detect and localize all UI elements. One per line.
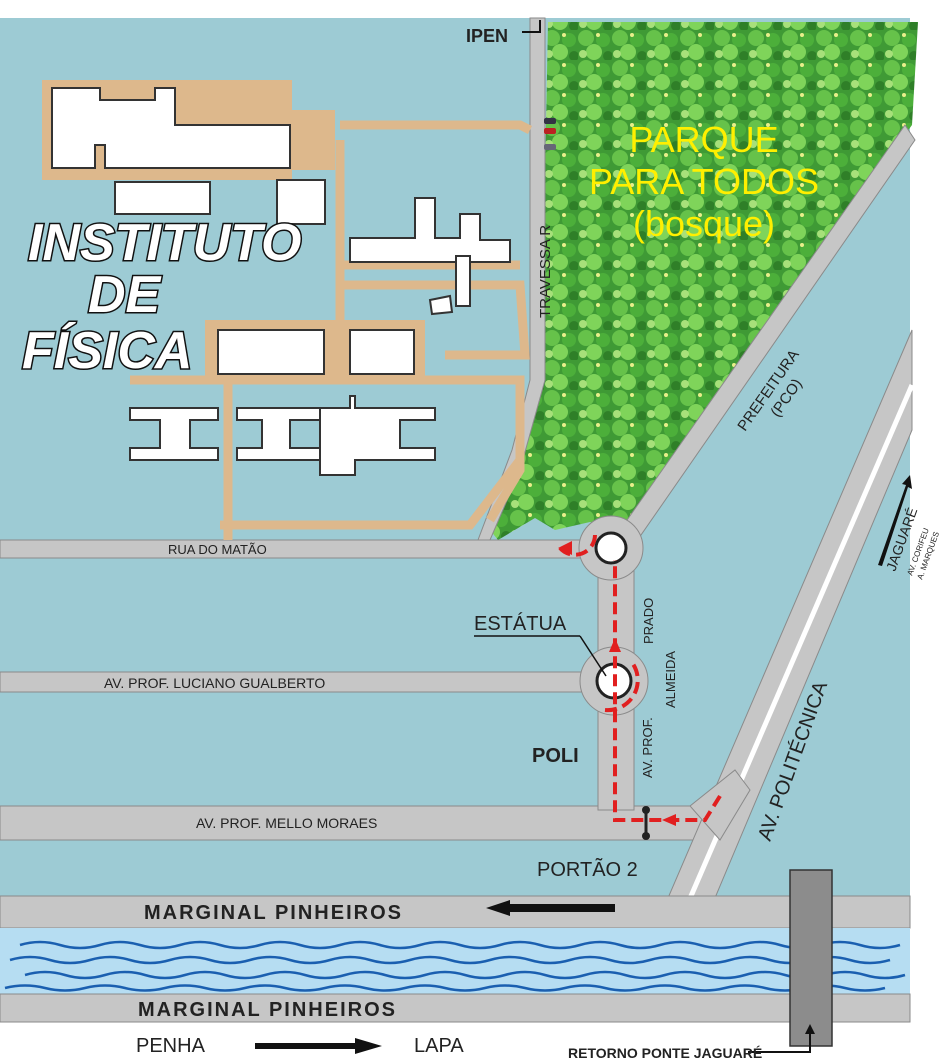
marginal-direction-arrow-icon (486, 900, 615, 916)
institute-buildings (51, 87, 511, 476)
label-ipen: IPEN (466, 26, 508, 46)
label-penha: PENHA (136, 1035, 206, 1057)
label-marginal-top: MARGINAL PINHEIROS (144, 902, 403, 924)
white-border-right (910, 0, 946, 1060)
park-title-line1: PARQUE (629, 119, 778, 160)
retorno-arrow-icon (748, 1030, 811, 1053)
label-poli: POLI (532, 745, 579, 767)
institute-title-line3: FÍSICA (22, 322, 192, 380)
label-lapa: LAPA (414, 1035, 464, 1057)
estatua-pointer-diag (579, 635, 607, 677)
label-travessa-r: TRAVESSA R (537, 225, 554, 318)
label-retorno-ponte-jaguare: RETORNO PONTE JAGUARÉ (568, 1045, 762, 1060)
route-path (558, 534, 722, 822)
park-title: PARQUE PARA TODOS (bosque) (589, 119, 819, 244)
roundabout-matao-center (594, 531, 628, 565)
road-connector (689, 769, 751, 841)
label-mello-moraes: AV. PROF. MELLO MORAES (196, 815, 377, 831)
penha-lapa-arrow-icon (255, 1038, 382, 1054)
route-arrowheads (558, 541, 676, 826)
institute-title-line1: INSTITUTO (28, 214, 301, 272)
institute-title-line2: DE (88, 266, 162, 324)
retorno-arrowhead-icon (805, 1024, 815, 1034)
bottom-strip (0, 1022, 946, 1060)
road-rua-do-matao (0, 539, 596, 559)
label-estatua: ESTÁTUA (474, 612, 567, 635)
road-marginal-bottom (0, 993, 911, 1023)
ipen-arrow-icon (522, 20, 541, 33)
jaguare-arrow-icon (878, 475, 912, 566)
label-prado: PRADO (641, 598, 656, 644)
label-marginal-bottom: MARGINAL PINHEIROS (138, 999, 397, 1021)
label-portao-2: PORTÃO 2 (537, 857, 638, 881)
river-waves (4, 940, 906, 992)
bridge-jaguare (789, 869, 833, 1047)
label-rua-do-matao: RUA DO MATÃO (168, 542, 267, 557)
park-area (490, 22, 918, 540)
gate-marker-icon (642, 806, 650, 840)
park-title-line3: (bosque) (633, 203, 775, 244)
institute-title: INSTITUTO DE FÍSICA (21, 213, 303, 382)
road-marginal-top (0, 895, 911, 929)
label-av-prof: AV. PROF. (640, 717, 655, 778)
white-border-top (0, 0, 946, 18)
label-luciano-gualberto: AV. PROF. LUCIANO GUALBERTO (104, 675, 325, 691)
parked-cars-icon (544, 118, 556, 150)
label-almeida: ALMEIDA (663, 651, 678, 708)
park-title-line2: PARA TODOS (589, 161, 819, 202)
